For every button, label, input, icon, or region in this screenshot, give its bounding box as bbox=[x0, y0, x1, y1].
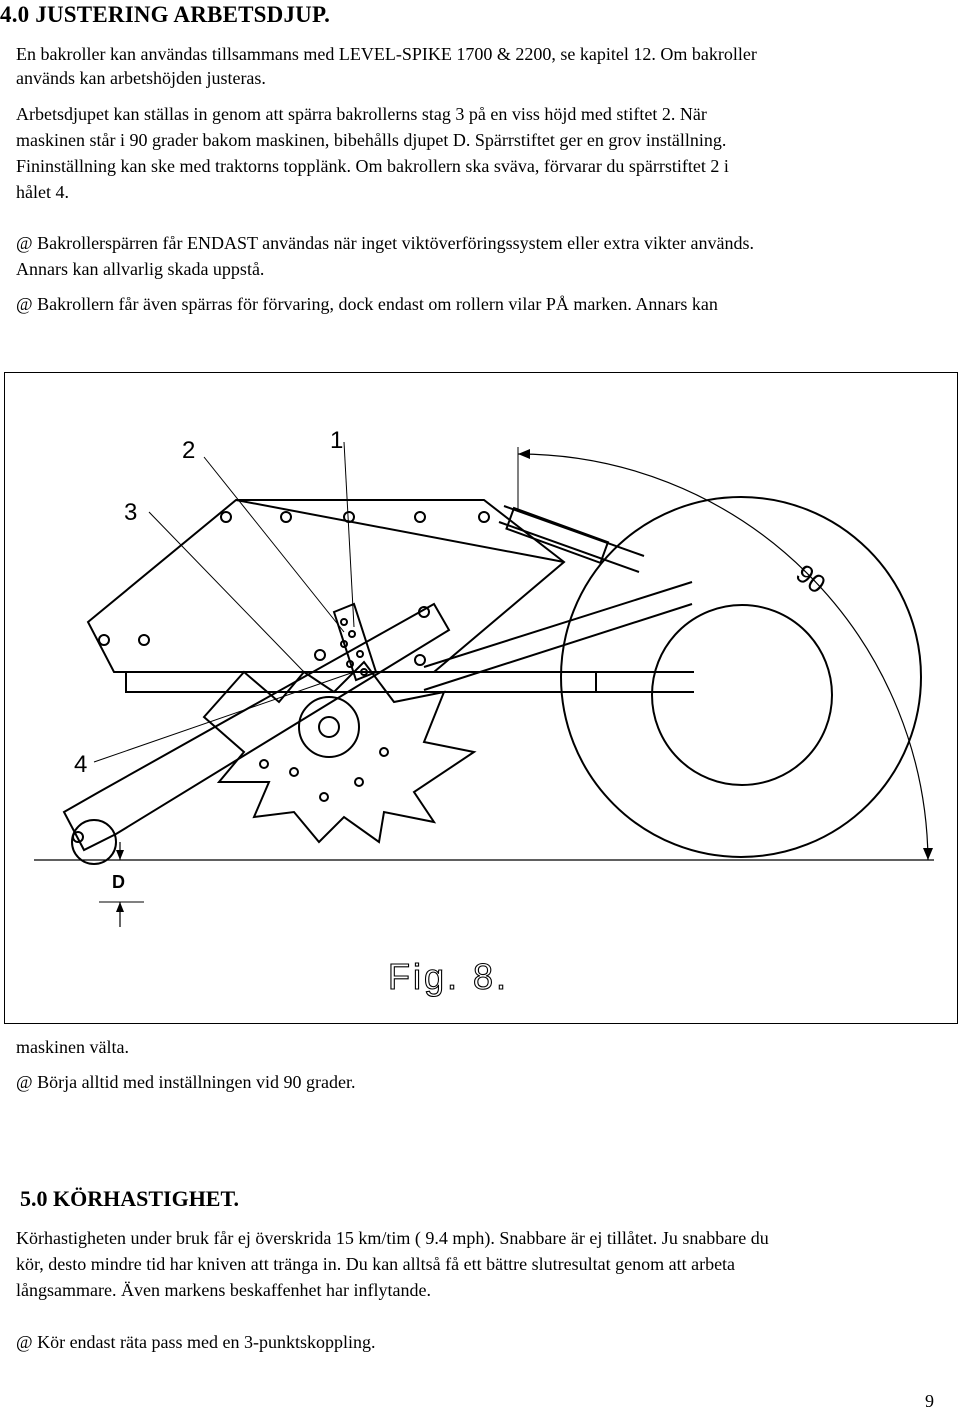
speed-para-line3: långsammare. Även markens beskaffenhet h… bbox=[16, 1280, 432, 1300]
para1-line1: En bakroller kan användas tillsammans me… bbox=[16, 44, 757, 64]
rear-roller bbox=[560, 496, 922, 858]
figure-8-drawing: D 90 bbox=[4, 372, 958, 1024]
para2-line3: Fininställning kan ske med traktorns top… bbox=[16, 156, 729, 176]
stay-arm bbox=[62, 602, 451, 865]
para2-line4: hålet 4. bbox=[16, 182, 69, 202]
page-number: 9 bbox=[925, 1391, 934, 1411]
roller-hub bbox=[651, 604, 833, 786]
section-5-title: 5.0 KÖRHASTIGHET. bbox=[20, 1186, 240, 1211]
warning-2-line1: @ Bakrollern får även spärras för förvar… bbox=[16, 294, 718, 314]
label-d: D bbox=[112, 872, 125, 892]
label-2: 2 bbox=[182, 437, 195, 464]
leader-lines bbox=[93, 441, 355, 763]
label-1: 1 bbox=[330, 427, 343, 454]
figure-caption: Fig. 8. bbox=[388, 956, 509, 997]
speed-para-line1: Körhastigheten under bruk får ej överskr… bbox=[16, 1228, 769, 1248]
label-3: 3 bbox=[124, 499, 137, 526]
toothed-wheel bbox=[202, 660, 477, 844]
label-4: 4 bbox=[74, 751, 87, 778]
speed-para-line2: kör, desto mindre tid har kniven att trä… bbox=[16, 1254, 736, 1274]
depth-marker bbox=[99, 842, 144, 927]
warning-1-line1: @ Bakrollerspärren får ENDAST användas n… bbox=[16, 233, 755, 253]
para2-line2: maskinen står i 90 grader bakom maskinen… bbox=[16, 130, 727, 150]
para2-line1: Arbetsdjupet kan ställas in genom att sp… bbox=[16, 104, 707, 124]
warning-1-line2: Annars kan allvarlig skada uppstå. bbox=[16, 259, 265, 279]
warning-2-line2: maskinen välta. bbox=[16, 1037, 129, 1057]
para1-line2: används kan arbetshöjden justeras. bbox=[16, 68, 266, 88]
section-4-title: 4.0 JUSTERING ARBETSDJUP. bbox=[0, 2, 331, 27]
angle-arc bbox=[517, 447, 933, 861]
adjust-plate bbox=[332, 602, 378, 682]
warning-3: @ Börja alltid med inställningen vid 90 … bbox=[16, 1072, 356, 1092]
speed-warning: @ Kör endast räta pass med en 3-punktsko… bbox=[16, 1332, 376, 1352]
